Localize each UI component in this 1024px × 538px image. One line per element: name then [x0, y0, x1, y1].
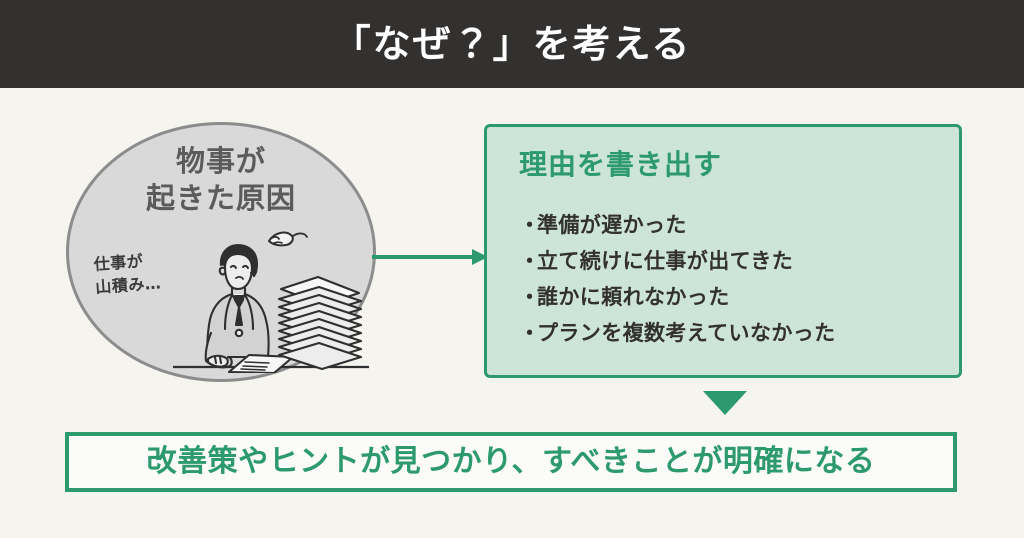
header-bar: 「なぜ？」を考える: [0, 0, 1024, 88]
list-item: ・誰かに頼れなかった: [519, 279, 836, 315]
cause-note-line2: 山積み…: [94, 273, 162, 298]
bullet-icon: ・: [519, 249, 541, 274]
reasons-title: 理由を書き出す: [519, 148, 723, 181]
outcome-text: 改善策やヒントが見つかり、すべきことが明確になる: [146, 444, 876, 479]
list-item-label: 誰かに頼れなかった: [537, 285, 730, 310]
arrow-right-cause-to-reasons: [372, 249, 488, 265]
list-item: ・立て続けに仕事が出てきた: [519, 243, 836, 279]
bullet-icon: ・: [519, 285, 541, 310]
businessman-with-paper-stack-illustration: [173, 231, 369, 373]
reasons-panel: 理由を書き出す ・準備が遅かった ・立て続けに仕事が出てきた ・誰かに頼れなかっ…: [484, 124, 962, 378]
list-item-label: プランを複数考えていなかった: [537, 321, 836, 346]
list-item: ・プランを複数考えていなかった: [519, 315, 836, 351]
list-item-label: 準備が遅かった: [537, 213, 687, 237]
list-item: ・準備が遅かった: [519, 207, 836, 243]
page-title: 「なぜ？」を考える: [332, 22, 692, 66]
cause-note: 仕事が 山積み…: [93, 248, 162, 299]
reasons-list: ・準備が遅かった ・立て続けに仕事が出てきた ・誰かに頼れなかった ・プランを複…: [519, 207, 836, 351]
outcome-banner: 改善策やヒントが見つかり、すべきことが明確になる: [65, 432, 957, 492]
bullet-icon: ・: [519, 213, 541, 237]
cause-heading: 物事が 起きた原因: [69, 143, 373, 217]
bullet-icon: ・: [519, 321, 541, 346]
arrow-down-reasons-to-outcome: [703, 391, 747, 415]
list-item-label: 立て続けに仕事が出てきた: [537, 249, 794, 274]
cause-heading-line2: 起きた原因: [145, 181, 296, 216]
cause-ellipse: 物事が 起きた原因 仕事が 山積み…: [66, 122, 376, 382]
cause-heading-line1: 物事が: [175, 144, 266, 178]
